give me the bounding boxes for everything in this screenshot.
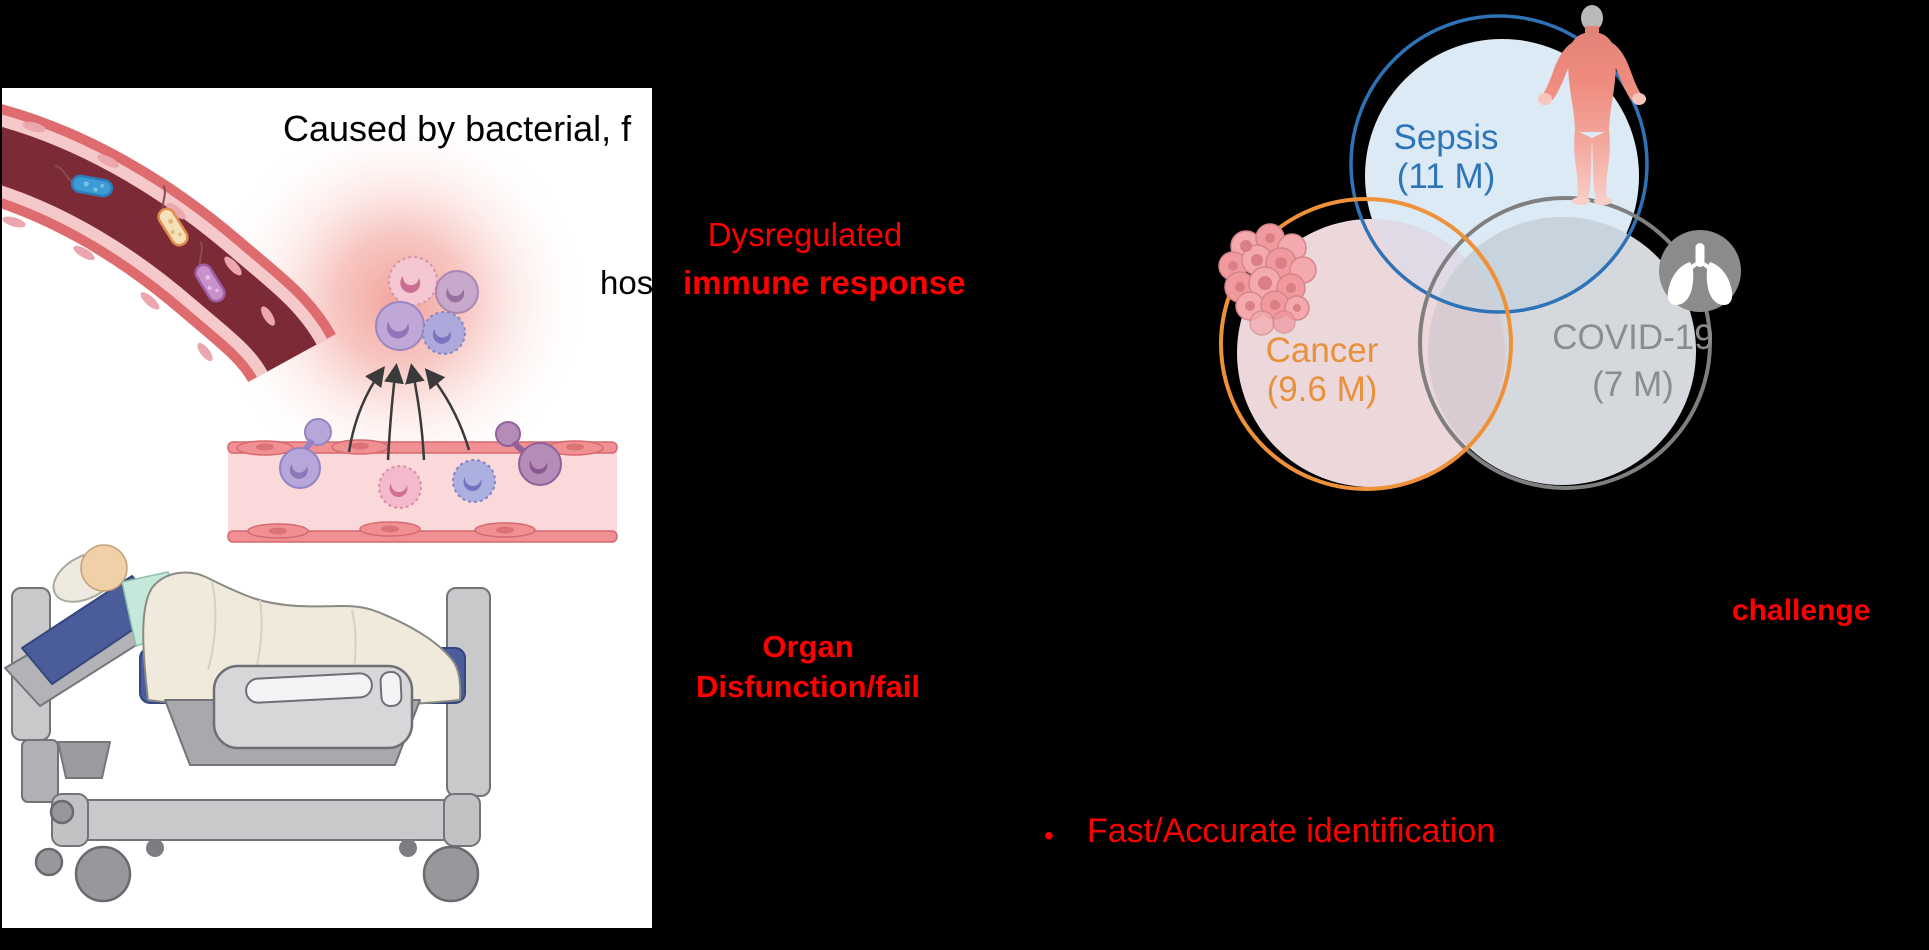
- cancer-value: (9.6 M): [1266, 370, 1378, 409]
- vessel-cell-pink: [378, 465, 422, 509]
- neutrophil-pink-icon: [388, 256, 438, 306]
- slide-caption-fragment: Caused by bacterial, f: [283, 108, 632, 149]
- cancer-cells-icon: [1218, 223, 1317, 336]
- artery-with-bacteria: [2, 104, 336, 384]
- cancer-name: Cancer: [1265, 331, 1379, 370]
- organ-disfunction-label: Organ Disfunction/fail: [659, 627, 957, 707]
- venn-diagram: [1218, 5, 1741, 491]
- sepsis-illustration-panel: [2, 88, 652, 928]
- vessel-wall-bottom: [227, 521, 618, 543]
- monocyte-mauve-icon: [435, 270, 479, 314]
- base-bar: [61, 799, 471, 841]
- hospital-bed-patient: [4, 544, 491, 903]
- cancer-circle-outline: [1219, 197, 1513, 491]
- organ-line1: Organ: [762, 629, 854, 664]
- host-text-fragment: hos: [600, 264, 654, 301]
- endothelial-nuclei: [2, 121, 275, 362]
- covid-circle-outline: [1418, 196, 1712, 490]
- cytokine-arrows: [347, 363, 471, 461]
- sepsis-value: (11 M): [1396, 157, 1496, 196]
- covid-name: COVID-19: [1552, 318, 1714, 357]
- bullet-icon: •: [1044, 820, 1054, 851]
- venn-label-sepsis: Sepsis (11 M): [1344, 118, 1548, 196]
- dysregulated-label: Dysregulated: [707, 216, 903, 253]
- human-body-icon: [1538, 5, 1646, 205]
- diapedesis-cell-mauve: [495, 421, 562, 486]
- challenge-label: challenge: [1732, 594, 1871, 627]
- venn-label-cancer: Cancer (9.6 M): [1220, 331, 1424, 409]
- bacterium-orange-icon: [157, 185, 189, 247]
- covid-value: (7 M): [1592, 365, 1674, 404]
- bed-casters: [34, 799, 480, 903]
- sepsis-circle-outline: [1349, 14, 1649, 314]
- bacterium-blue-icon: [54, 164, 114, 198]
- venn-label-covid: COVID-19 (7 M): [1525, 314, 1741, 408]
- immune-cell-cluster: [375, 256, 479, 355]
- fast-accurate-identification-label: Fast/Accurate identification: [1087, 812, 1496, 850]
- bacterium-purple-icon: [194, 241, 226, 303]
- lymphocyte-blue-icon: [422, 311, 466, 355]
- diapedesis-cell-purple: [279, 418, 332, 489]
- organ-line2: Disfunction/fail: [696, 669, 920, 704]
- lungs-icon: [1659, 230, 1741, 312]
- sepsis-name: Sepsis: [1393, 118, 1499, 157]
- sepsis-illustration: [2, 104, 618, 903]
- vessel-cross-section: [227, 418, 618, 543]
- patient-head: [80, 544, 128, 592]
- vessel-cell-blue: [452, 459, 496, 503]
- immune-response-label: immune response: [683, 264, 966, 301]
- monocyte-lavender-icon: [375, 301, 425, 351]
